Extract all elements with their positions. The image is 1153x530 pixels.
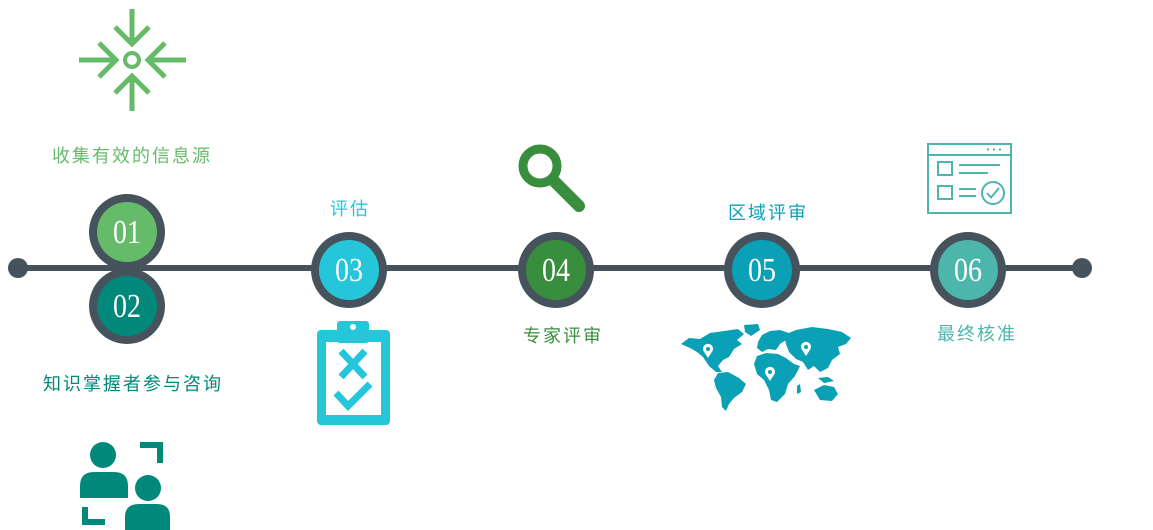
checkbox-2 [937, 185, 953, 200]
step-06-label: 最终核准 [937, 324, 1017, 345]
arrow-top-head [113, 25, 151, 48]
step-02-fill [97, 276, 157, 336]
magnifier-lens [518, 144, 562, 188]
australia [814, 385, 838, 401]
indonesia [818, 377, 834, 383]
clipboard-check-icon [317, 321, 390, 425]
window-frame [927, 143, 1012, 214]
check-mark [333, 381, 373, 412]
step-02-label: 知识掌握者参与咨询 [43, 374, 223, 395]
person-2-head [135, 475, 161, 501]
step-04-fill [526, 240, 586, 300]
south-america [714, 372, 746, 411]
arrow-bottom-head [113, 72, 151, 95]
arrow-right-head [144, 41, 167, 79]
greenland [744, 324, 760, 336]
clipboard-marks [333, 348, 373, 412]
step-05-label: 区域评审 [728, 203, 808, 224]
step-01-fill [97, 202, 157, 262]
step-06-fill [938, 240, 998, 300]
map-pin-dot [706, 347, 710, 351]
step-04-label: 专家评审 [523, 326, 603, 347]
checkbox-1 [937, 161, 953, 176]
step-01-number: 01 [113, 214, 141, 251]
x-mark-stroke [338, 348, 368, 380]
map-pin-dot [804, 345, 808, 349]
africa [754, 353, 800, 402]
world-map-icon [681, 324, 851, 411]
europe [757, 330, 789, 352]
center-ring [123, 51, 141, 69]
corner-bracket-top-right [140, 442, 163, 463]
check-mark [986, 187, 1000, 200]
step-04-number: 04 [542, 252, 570, 289]
check-circle [981, 181, 1005, 205]
step-02-node: 02 [89, 268, 165, 344]
person-2-body [125, 504, 170, 530]
asia [784, 327, 851, 372]
checklist-window-icon [927, 143, 1012, 214]
magnifier-icon [518, 144, 585, 212]
timeline-end-dot [1072, 258, 1092, 278]
people-exchange-icon [80, 442, 170, 530]
step-03-node: 03 [311, 232, 387, 308]
step-03-fill [319, 240, 379, 300]
step-03-label: 评估 [330, 199, 370, 220]
person-1-head [90, 442, 116, 468]
arrow-left-head [97, 41, 120, 79]
step-01-node: 01 [89, 194, 165, 270]
clipboard-clip-hole [350, 324, 356, 330]
magnifier-handle [548, 175, 585, 212]
step-04-node: 04 [518, 232, 594, 308]
clipboard-clip [337, 321, 369, 343]
step-01-label: 收集有效的信息源 [52, 146, 212, 167]
step-03-number: 03 [335, 252, 363, 289]
step-05-fill [732, 240, 792, 300]
timeline-start-dot [8, 258, 28, 278]
step-06-node: 06 [930, 232, 1006, 308]
step-06-number: 06 [954, 252, 982, 289]
person-1-body [80, 472, 128, 498]
map-pin-dots [706, 345, 808, 374]
converging-arrows-icon [79, 9, 186, 111]
step-05-number: 05 [748, 252, 776, 289]
step-05-node: 05 [724, 232, 800, 308]
corner-bracket-bottom-left [82, 507, 105, 525]
madagascar [797, 384, 801, 394]
map-pin-dot [768, 370, 772, 374]
step-02-number: 02 [113, 288, 141, 325]
